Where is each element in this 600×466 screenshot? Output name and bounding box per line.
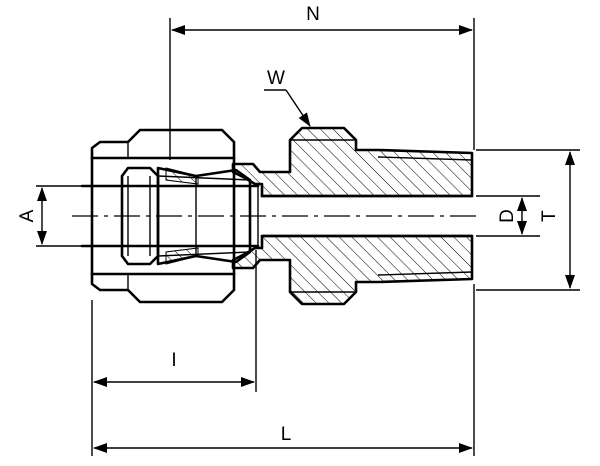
thread-root-top xyxy=(377,156,473,161)
w-leader-line xyxy=(285,89,311,127)
dimension-l: L xyxy=(93,284,475,456)
dimension-i: I xyxy=(91,250,257,456)
label-w: W xyxy=(267,68,285,89)
body-lower-section xyxy=(231,234,474,306)
body-upper-section xyxy=(231,126,474,198)
dimension-a: A xyxy=(17,185,84,247)
ferrule-wedge-top xyxy=(165,167,199,185)
label-d: D xyxy=(497,209,518,223)
leader-w: W xyxy=(264,68,311,127)
ferrule-wedge-bottom xyxy=(165,247,199,265)
label-i: I xyxy=(171,350,176,371)
dimension-d: D xyxy=(476,195,540,237)
dimension-t: T xyxy=(476,149,580,291)
dimension-n: N xyxy=(169,4,475,160)
thread-root-bottom xyxy=(377,271,473,276)
label-l: L xyxy=(281,424,292,445)
label-n: N xyxy=(306,4,320,25)
label-t: T xyxy=(539,210,560,222)
label-a: A xyxy=(17,209,38,222)
fitting-body-section xyxy=(231,126,474,306)
